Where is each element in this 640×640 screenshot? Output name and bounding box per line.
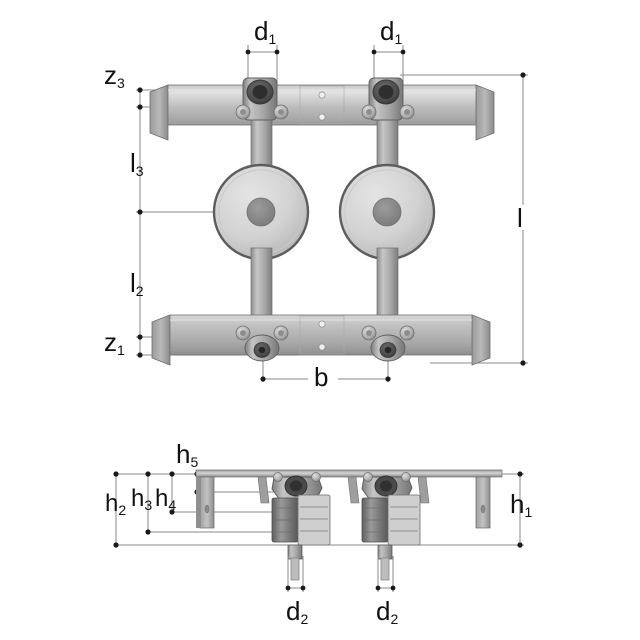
dim-sub: 5	[190, 454, 199, 470]
dim-base: l	[130, 148, 136, 178]
right-riser-assembly-top	[361, 77, 415, 183]
dim-base: z	[104, 60, 117, 90]
right-lower-outlet	[361, 325, 415, 362]
dim-base: d	[380, 16, 395, 46]
overall-length-arrowheads	[520, 72, 526, 366]
dimension-label-d2-left: d2	[286, 598, 308, 626]
dim-base: d	[286, 596, 301, 626]
overall-length-dimension	[400, 74, 528, 364]
dim-sub: 3	[144, 497, 153, 513]
dim-base: d	[376, 596, 391, 626]
left-valve-disc	[212, 163, 310, 261]
dimension-label-z1: z1	[104, 329, 125, 357]
dimension-label-d2-right: d2	[376, 598, 398, 626]
right-valve-body-side	[361, 472, 421, 581]
dim-base: d	[254, 16, 269, 46]
front-view-dimension-arrows	[137, 87, 143, 358]
dimension-label-l2: l2	[130, 270, 144, 298]
left-riser-assembly-top	[235, 77, 289, 183]
dim-sub: 4	[168, 497, 177, 513]
dim-sub: 1	[268, 31, 277, 47]
dimension-label-h2: h2	[105, 490, 127, 518]
dimension-label-h4: h4	[155, 485, 177, 513]
right-wall-bracket	[475, 476, 491, 529]
dimension-label-h5: h5	[176, 441, 198, 469]
dimension-label-l: l	[517, 205, 523, 233]
dim-sub: 1	[117, 342, 125, 358]
dim-base: h	[155, 485, 169, 512]
dim-sub: 1	[524, 504, 533, 520]
left-wall-bracket	[196, 476, 215, 529]
dim-base: l	[130, 268, 136, 298]
dimension-label-d1-right: d1	[380, 18, 402, 46]
dim-base: h	[131, 485, 145, 512]
dimension-label-l3: l3	[130, 150, 144, 178]
dim-sub: 3	[117, 75, 125, 91]
dimension-label-b: b	[314, 364, 328, 392]
side-view-rail	[195, 469, 503, 478]
dim-sub: 2	[118, 502, 127, 518]
upper-mounting-rail	[149, 84, 495, 141]
dimension-label-z3: z3	[104, 62, 125, 90]
right-valve-disc	[338, 163, 436, 261]
front-view-geometry	[136, 45, 528, 382]
dim-base: z	[104, 327, 117, 357]
dim-base: b	[314, 362, 329, 392]
lower-mounting-rail	[151, 314, 491, 366]
dimension-label-h3: h3	[131, 485, 153, 513]
left-valve-body-side	[271, 472, 331, 581]
side-view-geometry	[113, 469, 524, 592]
dim-base: h	[510, 489, 525, 519]
dim-base: h	[105, 490, 119, 517]
dimension-label-h1: h1	[510, 491, 532, 519]
side-view-stiffeners	[257, 476, 430, 504]
left-lower-outlet	[235, 325, 289, 362]
dim-sub: 3	[135, 163, 144, 179]
dim-sub: 2	[390, 611, 399, 627]
dimension-label-d1-left: d1	[254, 18, 276, 46]
dim-base: l	[517, 203, 523, 233]
dim-sub: 2	[135, 283, 144, 299]
dim-base: h	[176, 439, 191, 469]
dim-sub: 2	[300, 611, 309, 627]
dim-sub: 1	[394, 31, 403, 47]
